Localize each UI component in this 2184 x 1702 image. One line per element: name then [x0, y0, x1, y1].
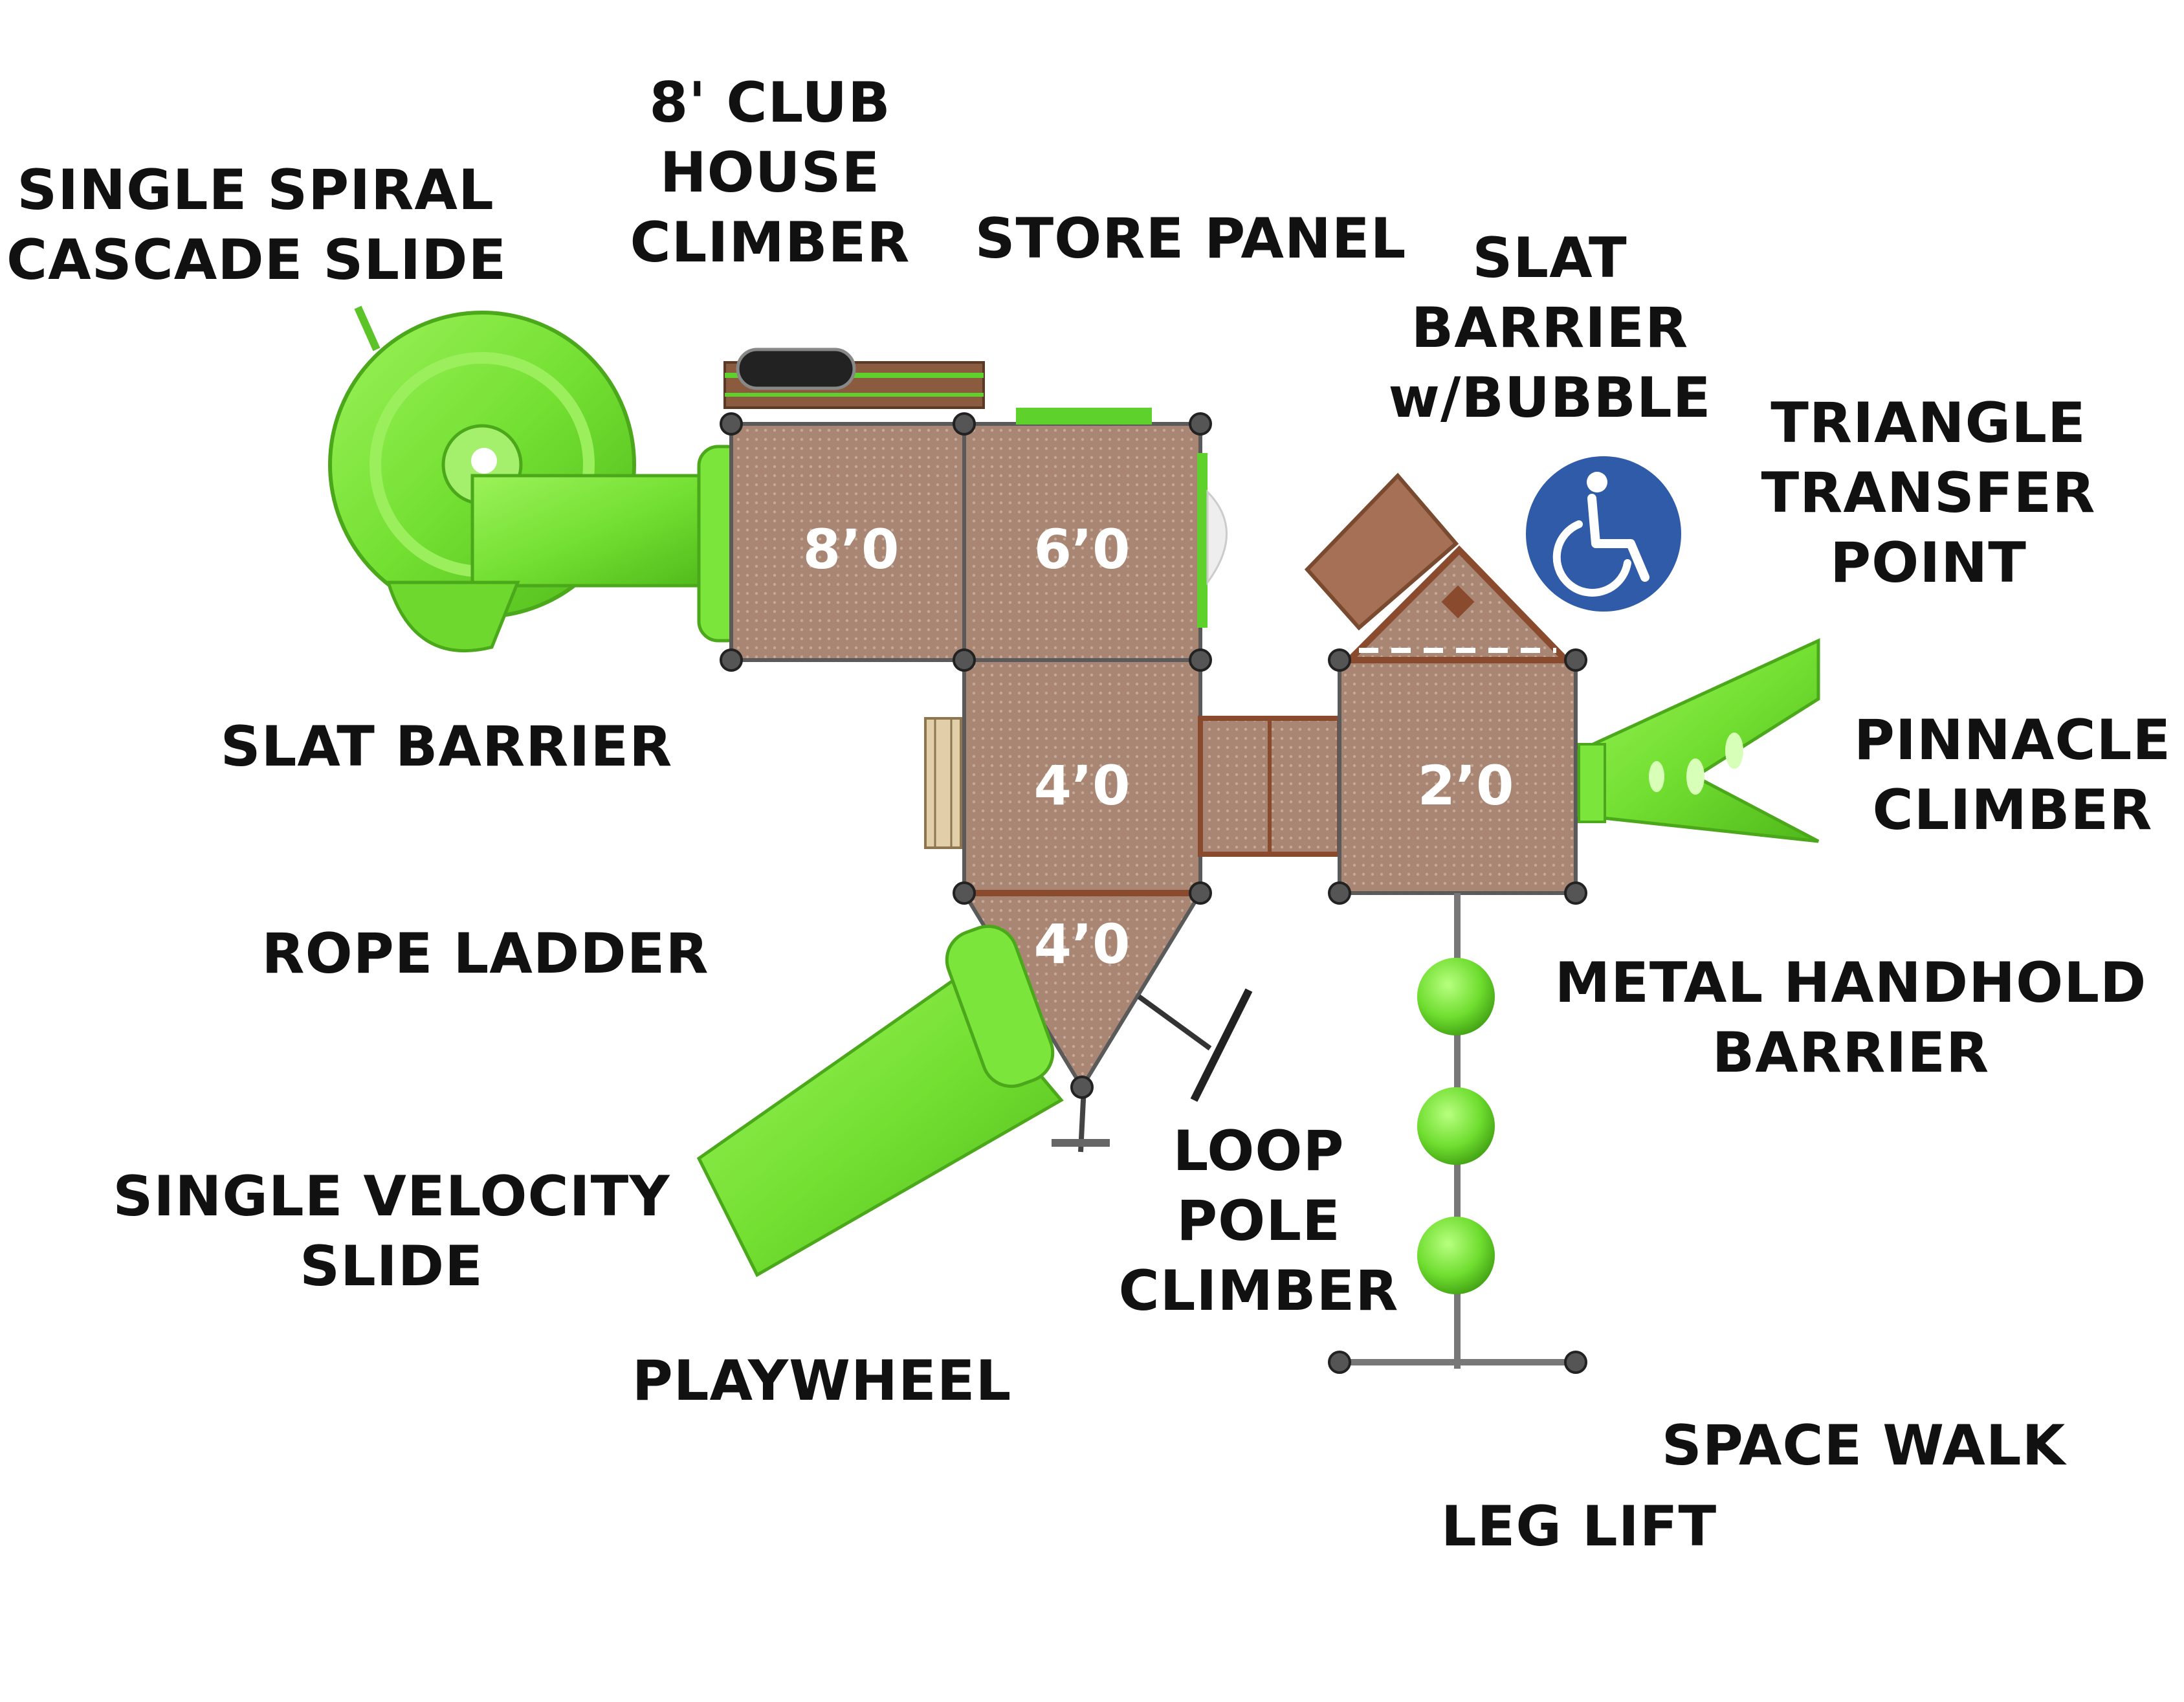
bridge — [1198, 716, 1342, 857]
post-caps — [720, 412, 1587, 1374]
velocity-slide-graphic — [696, 924, 1064, 1277]
deck-8-ft — [729, 422, 966, 662]
loop-pole-graphic — [1137, 988, 1253, 1102]
label-loop-pole-climber: LOOP POLE CLIMBER — [1118, 1119, 1399, 1323]
club-house-climber-graphic — [723, 348, 985, 409]
deck-6-label: 6’0 — [1034, 518, 1131, 581]
deck-4-upper-label: 4’0 — [1034, 754, 1131, 817]
label-velocity-slide: SINGLE VELOCITY SLIDE — [113, 1164, 670, 1299]
label-store-panel: STORE PANEL — [975, 206, 1407, 271]
label-metal-handhold: METAL HANDHOLD BARRIER — [1554, 951, 2147, 1085]
wheelchair-icon — [1526, 456, 1681, 612]
label-spiral-slide: SINGLE SPIRAL CASCADE SLIDE — [6, 158, 507, 293]
deck-4-ft-upper — [962, 658, 1202, 895]
label-leg-lift: LEG LIFT — [1440, 1494, 1717, 1559]
store-panel-graphic — [1016, 408, 1228, 628]
label-playwheel: PLAYWHEEL — [632, 1349, 1012, 1413]
label-slat-barrier-bubble: SLAT BARRIER w/BUBBLE — [1388, 226, 1712, 430]
label-pinnacle-climber: PINNACLE CLIMBER — [1853, 708, 2172, 843]
label-club-house-climber: 8' CLUB HOUSE CLIMBER — [630, 71, 910, 275]
deck-4-lower-label: 4’0 — [1034, 912, 1131, 976]
label-rope-ladder: ROPE LADDER — [261, 922, 709, 986]
deck-2-label: 2’0 — [1418, 754, 1514, 817]
label-triangle-transfer: TRIANGLE TRANSFER POINT — [1761, 391, 2096, 595]
label-space-walk: SPACE WALK — [1661, 1413, 2066, 1478]
pinnacle-climber-graphic — [1577, 638, 1820, 843]
deck-6-ft — [962, 422, 1202, 662]
spiral-slide-graphic — [328, 305, 749, 653]
triangle-transfer-graphic — [1304, 472, 1574, 663]
label-slat-barrier: SLAT BARRIER — [220, 714, 673, 779]
rope-ladder-graphic — [924, 717, 962, 849]
deck-8-label: 8’0 — [803, 518, 899, 581]
space-walk-graphic — [1340, 893, 1576, 1369]
